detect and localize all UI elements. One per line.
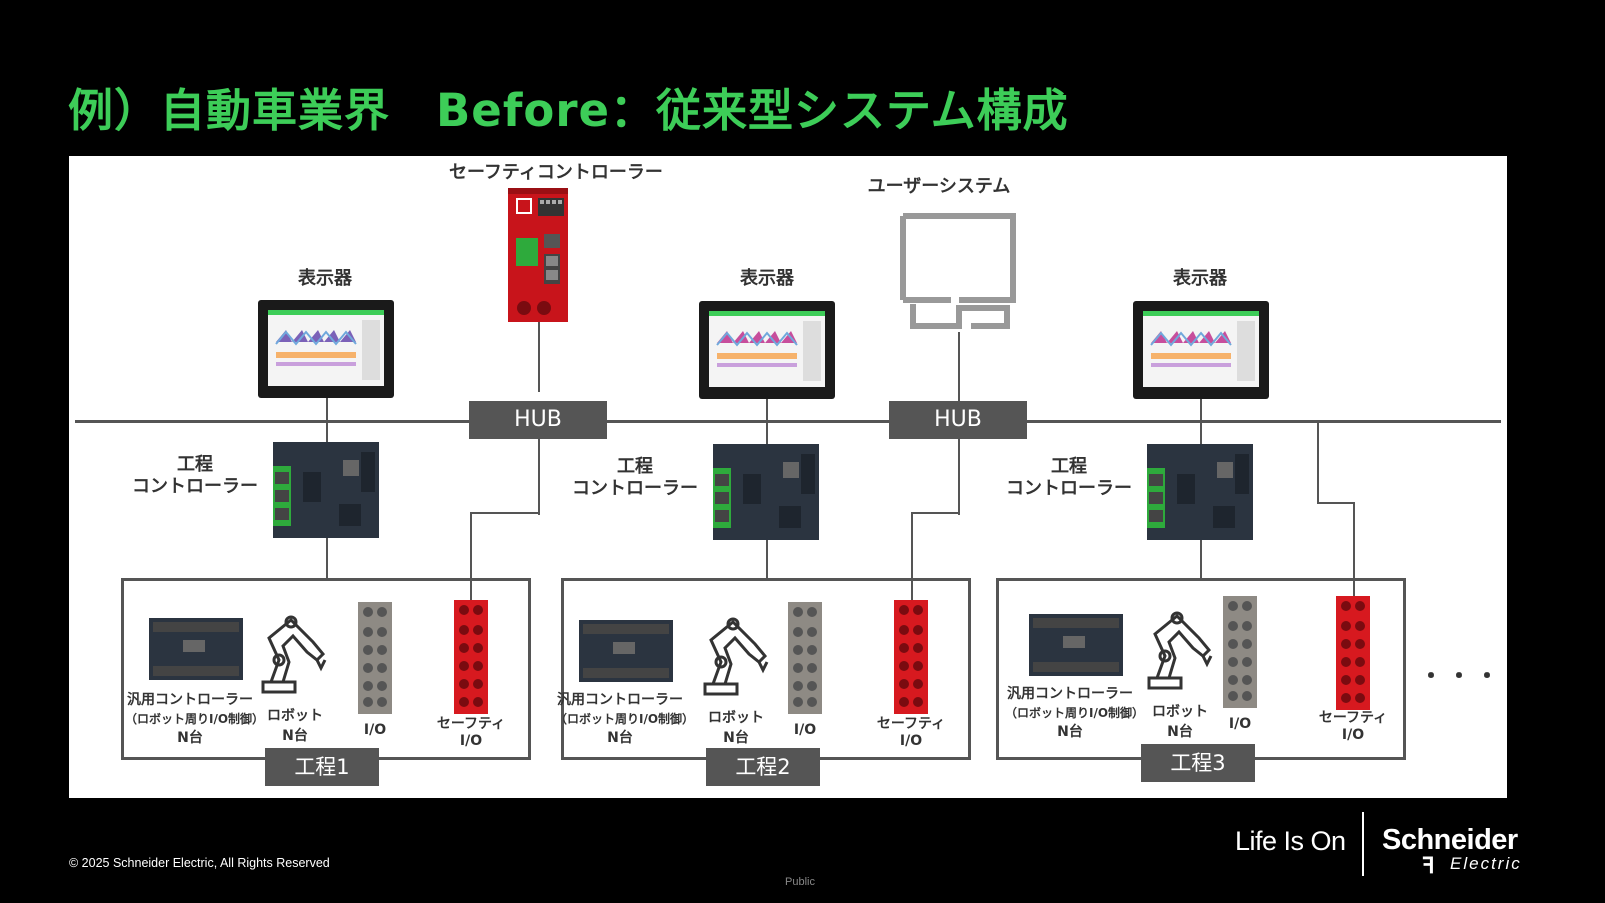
- io-module-2-image: [788, 602, 822, 714]
- process-3-tag: 工程3: [1141, 744, 1255, 782]
- copyright-text: © 2025 Schneider Electric, All Rights Re…: [69, 856, 330, 870]
- user-system-label: ユーザーシステム: [867, 176, 1011, 197]
- safety-io-1-label: セーフティ I/O: [426, 716, 516, 750]
- safety-io-1-link: [470, 512, 472, 600]
- hub-2-down-link: [958, 439, 960, 515]
- safety-io-2-line2: I/O: [899, 732, 923, 749]
- backbone-drop-3: [1317, 422, 1319, 504]
- robot-3-icon: [1147, 611, 1213, 690]
- pc-3-line2: コントローラー: [1006, 477, 1132, 499]
- process-controller-2-label: 工程 コントローラー: [565, 456, 705, 499]
- user-system-icon: [900, 213, 1016, 329]
- io-2-label: I/O: [793, 722, 817, 738]
- general-controller-3-image: [1029, 614, 1123, 676]
- brand-logo-icon: ꟻ: [1422, 853, 1435, 878]
- display-3-label: 表示器: [1173, 268, 1227, 289]
- safety-io-3-line2: I/O: [1341, 726, 1365, 743]
- robot-1-count: N台: [282, 728, 308, 744]
- pc-2-line1: 工程: [617, 456, 653, 477]
- robot-1-label: ロボット: [267, 708, 323, 724]
- robot-2-label: ロボット: [708, 710, 764, 726]
- hub-1: HUB: [469, 401, 607, 439]
- display-2-image: [699, 301, 835, 399]
- general-controller-2-count: N台: [607, 730, 633, 746]
- backbone-drop-3-elbow: [1317, 502, 1355, 504]
- general-controller-1-count: N台: [177, 730, 203, 746]
- general-controller-3-count: N台: [1057, 724, 1083, 740]
- io-1-label: I/O: [363, 722, 387, 738]
- hub-2-elbow: [911, 512, 960, 514]
- robot-1-icon: [261, 615, 327, 694]
- display-2-link: [766, 399, 768, 422]
- tagline: Life Is On: [1235, 826, 1346, 856]
- page-title: 例）自動車業界 Before：従来型システム構成: [68, 84, 1069, 137]
- safety-io-2-image: [894, 600, 928, 714]
- display-1-label: 表示器: [298, 268, 352, 289]
- process-2-tag: 工程2: [706, 748, 820, 786]
- safety-controller-link: [538, 322, 540, 392]
- safety-io-3-label: セーフティ I/O: [1308, 710, 1398, 744]
- classification-text: Public: [785, 876, 815, 888]
- safety-io-3-link: [1353, 502, 1355, 596]
- network-backbone: [75, 420, 1501, 423]
- pc-1-line1: 工程: [177, 454, 213, 475]
- general-controller-2-label: 汎用コントローラー: [557, 692, 683, 708]
- display-3-link: [1200, 399, 1202, 422]
- process-controller-3-image: [1147, 444, 1253, 540]
- general-controller-1-note: （ロボット周りI/O制御）: [125, 712, 265, 726]
- footer-divider: [1362, 812, 1364, 876]
- general-controller-2-image: [579, 620, 673, 682]
- continuation-ellipsis: ・・・・: [1419, 662, 1507, 690]
- robot-3-count: N台: [1167, 724, 1193, 740]
- process-controller-2-image: [713, 444, 819, 540]
- hub-2: HUB: [889, 401, 1027, 439]
- safety-io-3-line1: セーフティ: [1318, 710, 1388, 726]
- pc-1-top-link: [326, 422, 328, 442]
- io-module-3-image: [1223, 596, 1257, 708]
- pc-2-line2: コントローラー: [572, 477, 698, 499]
- user-system-link: [958, 332, 960, 402]
- display-1-image: [258, 300, 394, 398]
- safety-io-1-image: [454, 600, 488, 714]
- display-3-image: [1133, 301, 1269, 399]
- safety-io-1-line2: I/O: [459, 732, 483, 749]
- robot-2-icon: [703, 617, 769, 696]
- display-1-link: [326, 398, 328, 422]
- robot-3-label: ロボット: [1152, 704, 1208, 720]
- safety-io-1-line1: セーフティ: [436, 716, 506, 732]
- safety-io-2-link: [911, 512, 913, 600]
- brand-name: Schneider: [1382, 824, 1518, 856]
- general-controller-1-label: 汎用コントローラー: [127, 692, 253, 708]
- robot-2-count: N台: [723, 730, 749, 746]
- io-3-label: I/O: [1228, 716, 1252, 732]
- general-controller-3-note: （ロボット周りI/O制御）: [1005, 706, 1145, 720]
- hub-1-down-link: [538, 439, 540, 515]
- pc-3-top-link: [1200, 422, 1202, 444]
- general-controller-1-image: [149, 618, 243, 680]
- safety-io-2-label: セーフティ I/O: [866, 716, 956, 750]
- process-controller-1-image: [273, 442, 379, 538]
- pc-3-line1: 工程: [1051, 456, 1087, 477]
- pc-1-bottom-link: [326, 538, 328, 580]
- process-controller-1-label: 工程 コントローラー: [125, 454, 265, 497]
- safety-io-2-line1: セーフティ: [876, 716, 946, 732]
- diagram-panel: セーフティコントローラー HUB HUB ユーザーシステム 表示器: [69, 156, 1507, 798]
- pc-1-line2: コントローラー: [132, 475, 258, 497]
- brand-subname: Electric: [1450, 854, 1522, 873]
- general-controller-2-note: （ロボット周りI/O制御）: [555, 712, 695, 726]
- display-2-label: 表示器: [740, 268, 794, 289]
- pc-3-bottom-link: [1200, 540, 1202, 580]
- safety-controller-label: セーフティコントローラー: [449, 162, 663, 183]
- hub-1-elbow: [470, 512, 540, 514]
- io-module-1-image: [358, 602, 392, 714]
- pc-2-bottom-link: [766, 540, 768, 580]
- safety-io-3-image: [1336, 596, 1370, 710]
- pc-2-top-link: [766, 422, 768, 444]
- process-1-tag: 工程1: [265, 748, 379, 786]
- safety-controller-image: [508, 188, 568, 322]
- process-controller-3-label: 工程 コントローラー: [999, 456, 1139, 499]
- general-controller-3-label: 汎用コントローラー: [1007, 686, 1133, 702]
